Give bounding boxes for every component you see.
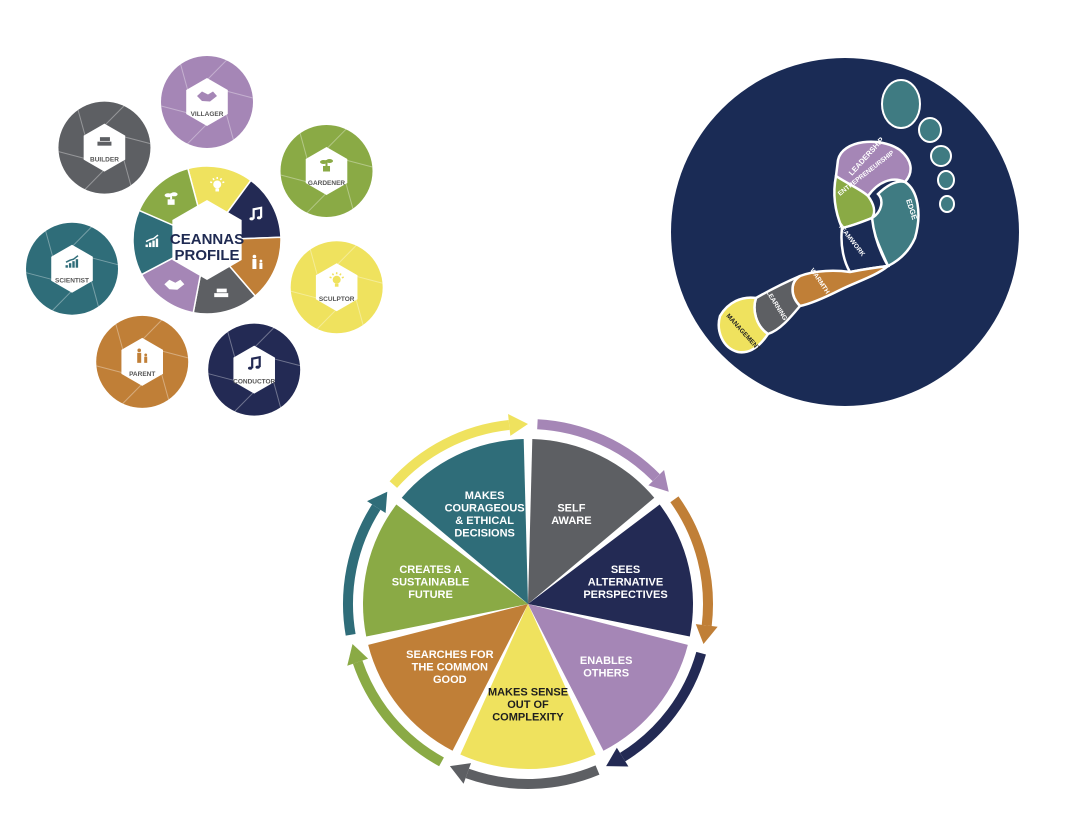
role-badge-parent: PARENT: [96, 315, 189, 408]
profile-title-line1: CEANNAS: [170, 231, 244, 248]
wheel-label-line: SELF: [557, 503, 585, 515]
family-icon: [137, 348, 148, 363]
role-label: BUILDER: [90, 157, 119, 164]
wheel-segments: [362, 439, 693, 770]
wheel-label-line: MAKES SENSE: [488, 687, 568, 699]
arrowhead-icon: [449, 763, 471, 784]
wheel-label-line: THE COMMON: [412, 661, 488, 673]
foot-puzzle: [717, 140, 920, 354]
role-badge-conductor: CONDUCTOR: [208, 323, 301, 416]
arrowhead-icon: [606, 747, 629, 767]
wheel-arrow: [343, 504, 381, 636]
lightbulb-icon: [329, 272, 344, 287]
wheel-label-line: ALTERNATIVE: [588, 577, 663, 589]
handshake-icon: [197, 91, 217, 102]
wheel-arrow: [352, 660, 444, 767]
role-badges: VILLAGER GARDENER SCULPTOR CONDUCTOR PARENT S…: [26, 56, 383, 416]
role-label: GARDENER: [308, 180, 346, 187]
wheel-arrow: [389, 420, 510, 488]
wheel-label-line: OTHERS: [583, 668, 629, 680]
wheel-label-line: ENABLES: [580, 655, 633, 667]
arrowhead-icon: [648, 469, 669, 492]
wheel-label-line: DECISIONS: [454, 528, 515, 540]
wheel-label-line: & ETHICAL: [455, 515, 514, 527]
warmth-piece: [791, 264, 893, 308]
center-hexagon: [172, 200, 242, 280]
arrowhead-icon: [508, 414, 528, 436]
toe-icon: [937, 170, 955, 190]
lightbulb-icon: [209, 176, 225, 192]
wheel-arrow: [670, 496, 713, 627]
wheel-label-line: COMPLEXITY: [492, 712, 564, 724]
profile-title-line2: PROFILE: [174, 247, 239, 264]
wheel-label-line: AWARE: [551, 515, 591, 527]
profile-center-wheel: [132, 165, 282, 315]
arrowhead-icon: [695, 624, 718, 645]
wheel-label-line: CREATES A: [399, 564, 461, 576]
toe-icon: [918, 117, 942, 143]
bricks-icon: [214, 288, 229, 298]
plant-icon: [164, 192, 178, 205]
wheel-segment: [368, 604, 528, 751]
handshake-icon: [164, 279, 185, 290]
big-toe-icon: [881, 79, 921, 129]
role-badge-scientist: SCIENTIST: [26, 222, 119, 315]
wheel-label-line: SUSTAINABLE: [392, 577, 469, 589]
management-piece: [717, 296, 770, 354]
role-label: SCIENTIST: [55, 278, 89, 285]
arrowhead-icon: [347, 644, 369, 666]
ceannas-profile-diagram: VILLAGER GARDENER SCULPTOR CONDUCTOR PARENT S…: [26, 56, 383, 416]
wheel-segment: [528, 604, 688, 751]
plant-icon: [320, 159, 334, 172]
music-note-icon: [249, 206, 263, 221]
toe-icons: [881, 79, 955, 213]
role-badge-sculptor: SCULPTOR: [290, 241, 383, 334]
wheel-segment: [528, 439, 655, 604]
family-icon: [252, 254, 263, 269]
wheel-label-line: GOOD: [433, 674, 467, 686]
role-label: VILLAGER: [191, 111, 224, 118]
wheel-arrow: [619, 651, 706, 762]
wheel-label-line: PERSPECTIVES: [583, 589, 667, 601]
role-label: SCULPTOR: [319, 296, 355, 303]
wheel-arrow: [465, 765, 600, 789]
wheel-label-line: SEARCHES FOR: [406, 649, 493, 661]
wheel-label-line: FUTURE: [408, 589, 453, 601]
role-badge-gardener: GARDENER: [280, 125, 373, 217]
center-segment: [132, 209, 209, 276]
role-badge-builder: BUILDER: [58, 101, 151, 194]
role-label: CONDUCTOR: [233, 379, 275, 386]
wheel-segment: [401, 439, 528, 604]
wheel-arrows: [343, 414, 718, 789]
wheel-segment: [362, 504, 528, 637]
wheel-label-line: COURAGEOUS: [445, 503, 525, 515]
wheel-label-line: MAKES: [465, 490, 505, 502]
footprint-diagram: LEADERSHIP EDGE ENTREPRENEURSHIP TEAMWOR…: [671, 58, 1019, 406]
music-note-icon: [247, 355, 261, 370]
wheel-label-line: SEES: [611, 564, 640, 576]
bar-chart-icon: [145, 234, 159, 248]
bricks-icon: [97, 137, 112, 146]
toe-icon: [939, 195, 955, 213]
wheel-segment: [528, 504, 693, 637]
arrowhead-icon: [367, 491, 388, 514]
toe-icon: [930, 145, 952, 167]
bar-chart-icon: [65, 255, 79, 268]
role-badge-villager: VILLAGER: [161, 56, 253, 148]
wheel-segment: [460, 604, 596, 770]
role-label: PARENT: [129, 371, 155, 378]
wheel-arrow: [537, 419, 660, 482]
wheel-label-line: OUT OF: [507, 699, 549, 711]
